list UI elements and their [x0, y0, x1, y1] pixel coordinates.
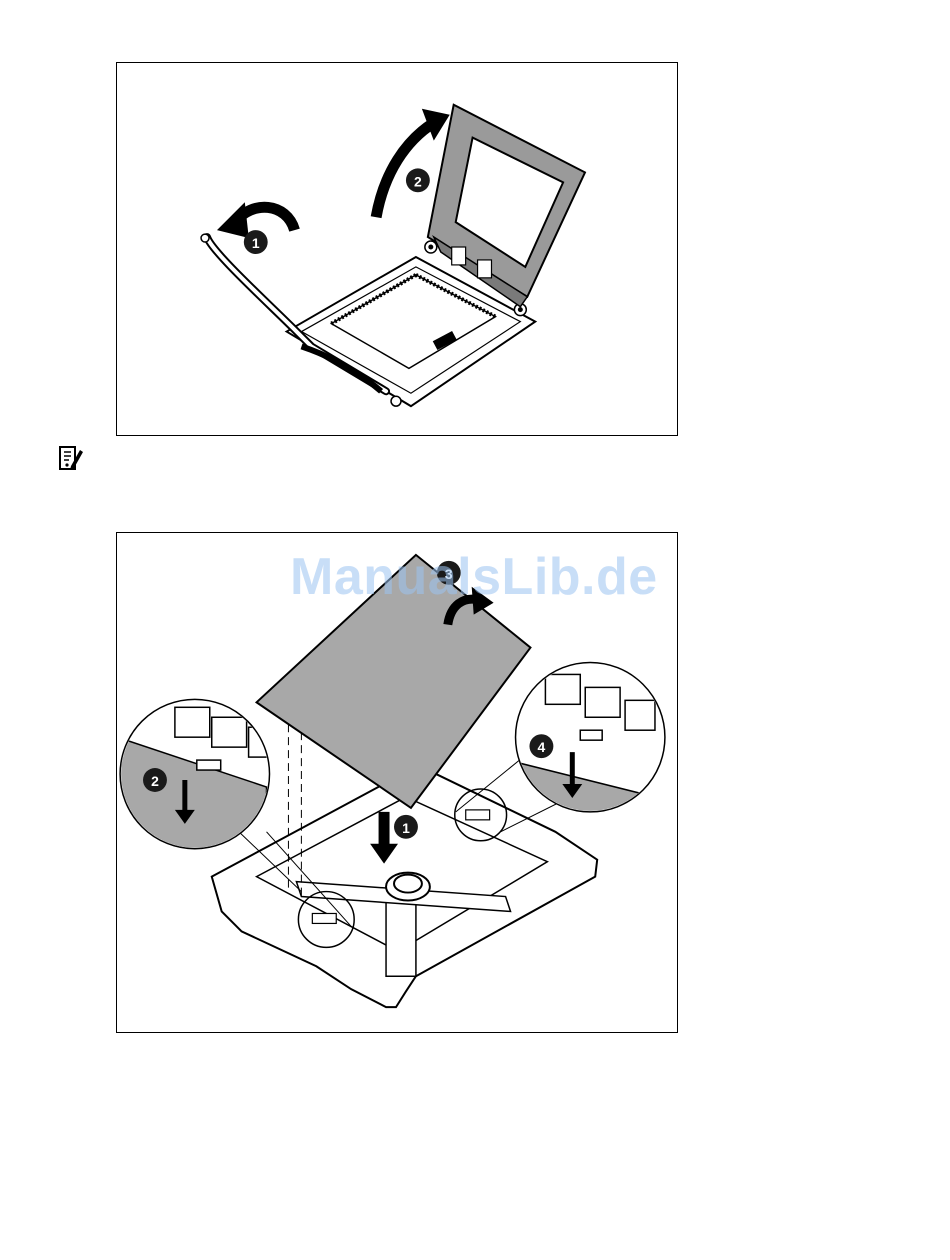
- svg-text:1: 1: [402, 820, 410, 836]
- step-marker-4: 4: [529, 734, 553, 758]
- step-marker-2: 2: [406, 168, 430, 192]
- svg-text:2: 2: [151, 773, 159, 789]
- step-marker-1: 1: [394, 815, 418, 839]
- svg-text:4: 4: [538, 739, 546, 755]
- bracket-rotation-arrow: [376, 123, 434, 217]
- socket-illustration: 1 2: [117, 63, 677, 435]
- figure-open-socket: 1 2: [116, 62, 678, 436]
- figure-install-processor: 2 4 1: [116, 532, 678, 1033]
- magnified-view-right: 4: [516, 662, 675, 831]
- processor-install-illustration: 2 4 1: [117, 533, 677, 1032]
- step-marker-1: 1: [244, 230, 268, 254]
- svg-text:1: 1: [252, 235, 260, 251]
- important-notice-icon: [58, 444, 84, 472]
- watermark: ManualsLib.de: [290, 547, 670, 607]
- step-marker-2: 2: [143, 768, 167, 792]
- magnified-view-left: 2: [117, 699, 278, 851]
- svg-text:2: 2: [414, 173, 422, 189]
